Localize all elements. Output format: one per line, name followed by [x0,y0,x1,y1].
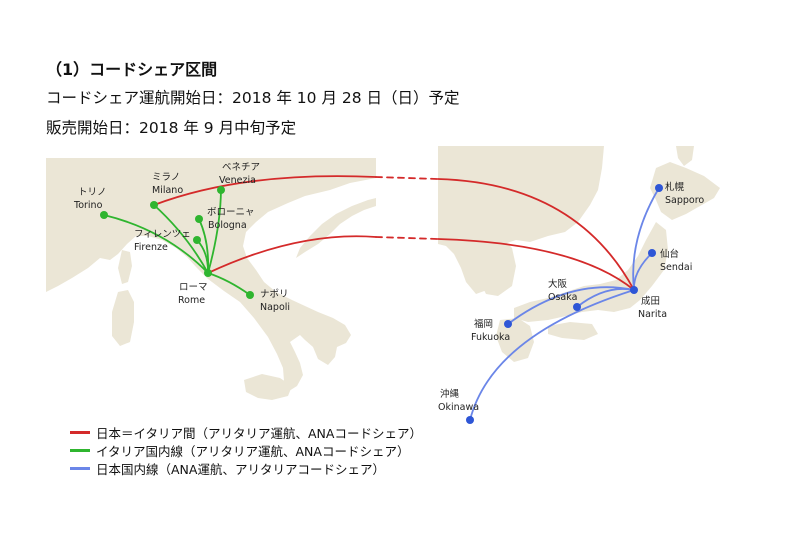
adriatic-east-coast [296,198,376,258]
city-labels: トリノ Torino ミラノ Milano ベネチア Venezia ボローニャ… [73,162,704,413]
japan-domestic-routes [469,187,660,421]
bologna-label-en: Bologna [208,220,247,231]
venezia-dot[interactable] [217,186,225,194]
okinawa-label-en: Okinawa [438,402,479,413]
route-milano-narita-italy-segment [153,175,377,206]
sapporo-label-en: Sapporo [665,195,704,206]
korean-peninsula [474,232,516,296]
corsica [118,250,132,284]
legend-label-italy-domestic: イタリア国内線（アリタリア運航、ANAコードシェア） [96,443,410,459]
japan-map-panel [438,146,760,402]
bologna-dot[interactable] [195,215,203,223]
legend-japan-domestic: 日本国内線（ANA運航、アリタリアコードシェア） [70,459,422,477]
milano-label-en: Milano [152,185,183,196]
route-torino-roma [103,214,209,274]
route-milano-roma [153,204,209,274]
sendai-label-ja: 仙台 [660,248,679,260]
narita-label-en: Narita [638,309,667,320]
route-roma-narita-gap [375,236,439,240]
fukuoka-label-ja: 福岡 [474,318,493,330]
napoli-label-en: Napoli [260,302,290,313]
italy-map-panel [46,158,376,402]
route-sapporo-narita [632,187,660,291]
osaka-label-ja: 大阪 [548,278,568,290]
city-dots [100,184,663,424]
hokkaido [650,162,720,220]
venezia-label-ja: ベネチア [222,162,260,173]
napoli-label-ja: ナポリ [260,289,289,300]
bologna-label-ja: ボローニャ [207,207,255,218]
roma-dot[interactable] [204,269,212,277]
route-roma-narita-italy-segment [207,235,377,274]
firenze-dot[interactable] [193,236,201,244]
route-legend: 日本＝イタリア間（アリタリア運航、ANAコードシェア） イタリア国内線（アリタリ… [70,423,422,477]
legend-label-japan-domestic: 日本国内線（ANA運航、アリタリアコードシェア） [96,461,385,477]
legend-label-international: 日本＝イタリア間（アリタリア運航、ANAコードシェア） [96,425,422,441]
honshu [514,222,668,322]
route-milano-narita-japan-segment [437,178,635,291]
legend-italy-domestic: イタリア国内線（アリタリア運航、ANAコードシェア） [70,441,422,459]
roma-label-en: Rome [178,295,205,306]
fukuoka-label-en: Fukuoka [471,332,510,343]
torino-dot[interactable] [100,211,108,219]
okinawa-label-ja: 沖縄 [440,388,460,400]
route-roma-narita-japan-segment [437,238,635,291]
italy-domestic-routes [103,189,251,296]
milano-label-ja: ミラノ [152,172,180,183]
section-title: （1）コードシェア区間 [46,60,218,79]
legend-swatch-japan-domestic [70,466,90,470]
roma-label-ja: ローマ [179,282,208,293]
sakhalin [676,146,694,166]
sardinia [112,290,134,346]
codeshare-start-date: コードシェア運航開始日：2018 年 10 月 28 日（日）予定 [46,89,460,107]
okinawa-dot[interactable] [466,416,474,424]
kyushu [496,318,534,362]
sendai-dot[interactable] [648,249,656,257]
shikoku [548,322,598,340]
legend-international: 日本＝イタリア間（アリタリア運航、ANAコードシェア） [70,423,422,441]
narita-label-ja: 成田 [641,295,660,307]
torino-label-en: Torino [73,200,103,211]
venezia-label-en: Venezia [219,175,256,186]
international-routes [153,175,635,291]
route-fukuoka-narita [507,286,635,325]
sales-start-date: 販売開始日：2018 年 9 月中旬予定 [46,119,297,137]
route-milano-narita-gap [375,176,439,180]
torino-label-ja: トリノ [78,187,107,198]
narita-dot[interactable] [630,286,638,294]
firenze-label-ja: フィレンツェ [134,229,191,240]
napoli-dot[interactable] [246,291,254,299]
firenze-label-en: Firenze [134,242,168,253]
sapporo-dot[interactable] [655,184,663,192]
route-okinawa-narita [469,289,635,421]
sapporo-label-ja: 札幌 [665,181,685,193]
fukuoka-dot[interactable] [504,320,512,328]
route-venezia-roma [207,189,222,274]
legend-swatch-italy-domestic [70,448,90,452]
sendai-label-en: Sendai [660,262,692,273]
osaka-dot[interactable] [573,303,581,311]
sicily [244,374,292,400]
milano-dot[interactable] [150,201,158,209]
osaka-label-en: Osaka [548,292,577,303]
legend-swatch-international [70,430,90,434]
